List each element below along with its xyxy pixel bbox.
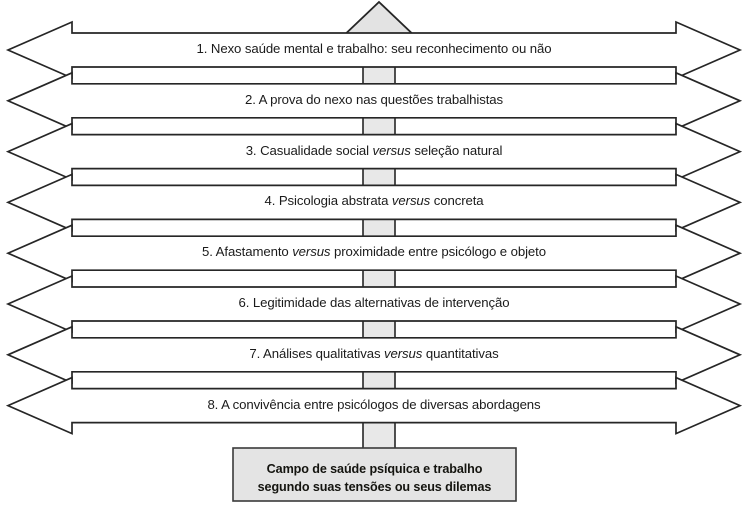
arrow-band-4: [5, 173, 743, 232]
arrow-band-5: [5, 223, 743, 283]
arrow-bands-group: [5, 20, 743, 435]
arrow-band-8: [5, 376, 743, 435]
bottom-box: [232, 447, 517, 502]
arrow-band-7: [5, 325, 743, 385]
arrow-band-2: [5, 71, 743, 131]
arrow-band-1: [5, 20, 743, 80]
arrow-band-6: [5, 274, 743, 334]
arrow-band-3: [5, 122, 743, 181]
